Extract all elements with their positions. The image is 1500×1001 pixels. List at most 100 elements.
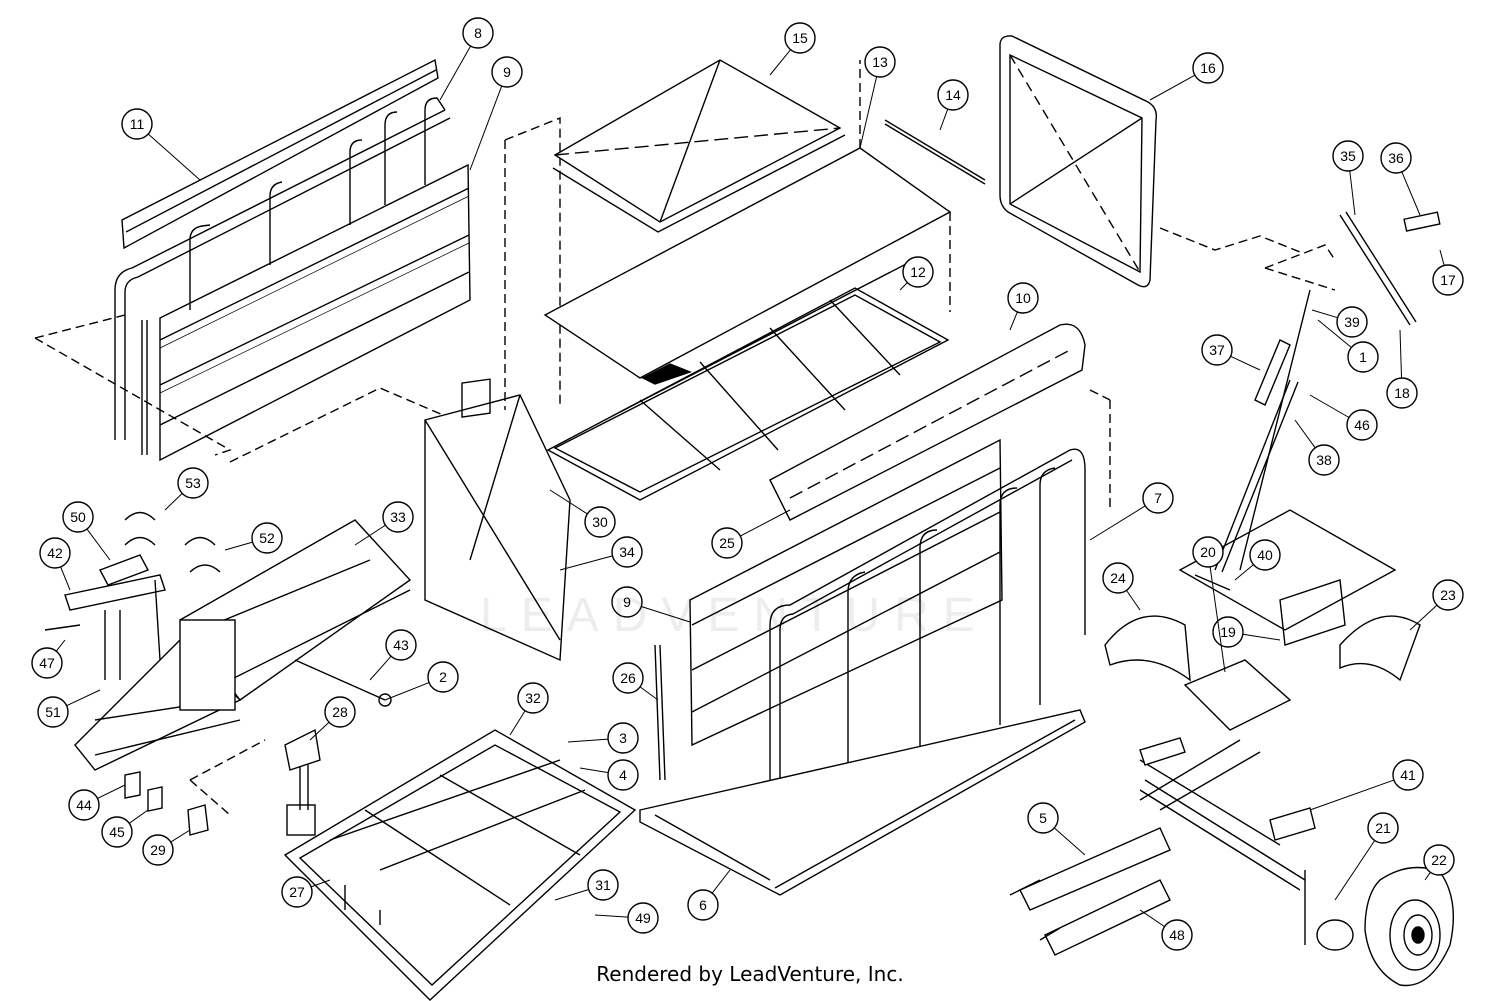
callout-bubble (517, 682, 549, 714)
fender-assembly (1104, 509, 1421, 731)
callout-leader-line (1349, 170, 1356, 216)
callout-number: 7 (1154, 490, 1162, 506)
callout-bubble (39, 537, 71, 569)
callout-number: 37 (1209, 342, 1225, 358)
callout-number: 34 (619, 544, 635, 560)
callout-number: 35 (1340, 148, 1356, 164)
callout-bubble (1423, 844, 1455, 876)
callout-number: 48 (1169, 927, 1185, 943)
callout-bubble (1007, 282, 1039, 314)
callout-number: 21 (1375, 820, 1391, 836)
callout-bubble (784, 22, 816, 54)
rendered-by-footer: Rendered by LeadVenture, Inc. (596, 962, 904, 986)
callout-leader-line (549, 489, 588, 515)
callout-leader-line (1149, 74, 1196, 101)
callout-number: 32 (525, 690, 541, 706)
callout-number: 44 (76, 797, 92, 813)
callout-14: 14 (937, 79, 969, 131)
callout-leader-line (170, 829, 191, 843)
front-panel-assembly (424, 116, 571, 662)
callout-leader-line (1230, 355, 1261, 371)
callout-bubble (607, 759, 639, 791)
callout-number: 19 (1220, 624, 1236, 640)
callout-bubble (1192, 52, 1224, 84)
callout-42: 42 (39, 537, 71, 591)
callout-bubble (687, 889, 719, 921)
callout-17: 17 (1432, 249, 1464, 296)
callout-bubble (1347, 341, 1379, 373)
callout-36: 36 (1380, 142, 1421, 216)
callout-12: 12 (899, 256, 934, 291)
callout-number: 36 (1388, 150, 1404, 166)
callout-number: 51 (45, 704, 61, 720)
callout-leader-line (899, 282, 908, 291)
callout-leader-line (1399, 329, 1403, 379)
callout-leader-line (567, 738, 609, 743)
callout-bubble (1027, 802, 1059, 834)
callout-number: 41 (1400, 767, 1416, 783)
callout-number: 25 (719, 535, 735, 551)
callout-number: 43 (393, 637, 409, 653)
callout-bubble (711, 527, 743, 559)
watermark-text: LEADVENTURE (480, 589, 989, 642)
callout-bubble (68, 789, 100, 821)
callout-leader-line (769, 49, 791, 76)
callout-18: 18 (1386, 329, 1418, 409)
callout-number: 27 (289, 884, 305, 900)
callout-leader-line (1309, 779, 1395, 811)
hitch-bracket-parts (44, 511, 221, 680)
callout-number: 14 (945, 87, 961, 103)
callout-number: 39 (1344, 314, 1360, 330)
callout-leader-line (554, 888, 589, 901)
callout-bubble (142, 834, 174, 866)
callout-bubble (462, 17, 494, 49)
callout-16: 16 (1149, 52, 1224, 101)
callout-number: 16 (1200, 60, 1216, 76)
callout-number: 8 (474, 25, 482, 41)
callout-leader-line (97, 784, 126, 799)
callout-bubble (281, 876, 313, 908)
callout-bubble (427, 661, 459, 693)
callout-bubble (1392, 759, 1424, 791)
callout-leader-line (1334, 840, 1376, 901)
callout-41: 41 (1309, 759, 1424, 811)
callout-number: 15 (792, 30, 808, 46)
callout-7: 7 (1089, 482, 1174, 541)
callout-leader-line (55, 639, 66, 652)
callout-leader-line (147, 133, 201, 181)
callout-bubble (902, 256, 934, 288)
callout-bubble (1336, 306, 1368, 338)
callout-bubble (324, 696, 356, 728)
callout-leader-line (639, 686, 659, 701)
callout-number: 2 (439, 669, 447, 685)
callout-49: 49 (594, 902, 659, 934)
callout-number: 45 (109, 824, 125, 840)
callout-bubble (584, 506, 616, 538)
callout-bubble (385, 629, 417, 661)
callout-leader-line (859, 76, 878, 149)
callout-bubble (627, 902, 659, 934)
callout-leader-line (1424, 872, 1431, 881)
callout-25: 25 (711, 509, 791, 559)
callout-number: 47 (39, 655, 55, 671)
callout-bubble (1102, 562, 1134, 594)
callout-leader-line (1234, 564, 1254, 581)
callout-9: 9 (611, 586, 691, 623)
callout-52: 52 (224, 522, 283, 554)
callout-9: 9 (469, 56, 523, 171)
callout-leader-line (1209, 566, 1226, 673)
callout-number: 31 (595, 877, 611, 893)
callout-21: 21 (1334, 812, 1399, 901)
callout-number: 17 (1440, 272, 1456, 288)
callout-leader-line (384, 682, 430, 701)
callout-bubble (37, 696, 69, 728)
callout-number: 49 (635, 910, 651, 926)
callout-leader-line (369, 655, 392, 681)
callout-leader-line (128, 809, 149, 824)
callout-leader-line (939, 108, 949, 131)
callout-leader-line (594, 914, 629, 918)
callout-number: 53 (185, 475, 201, 491)
callout-6: 6 (687, 869, 731, 921)
callout-bubble (121, 108, 153, 140)
callout-bubble (31, 647, 63, 679)
